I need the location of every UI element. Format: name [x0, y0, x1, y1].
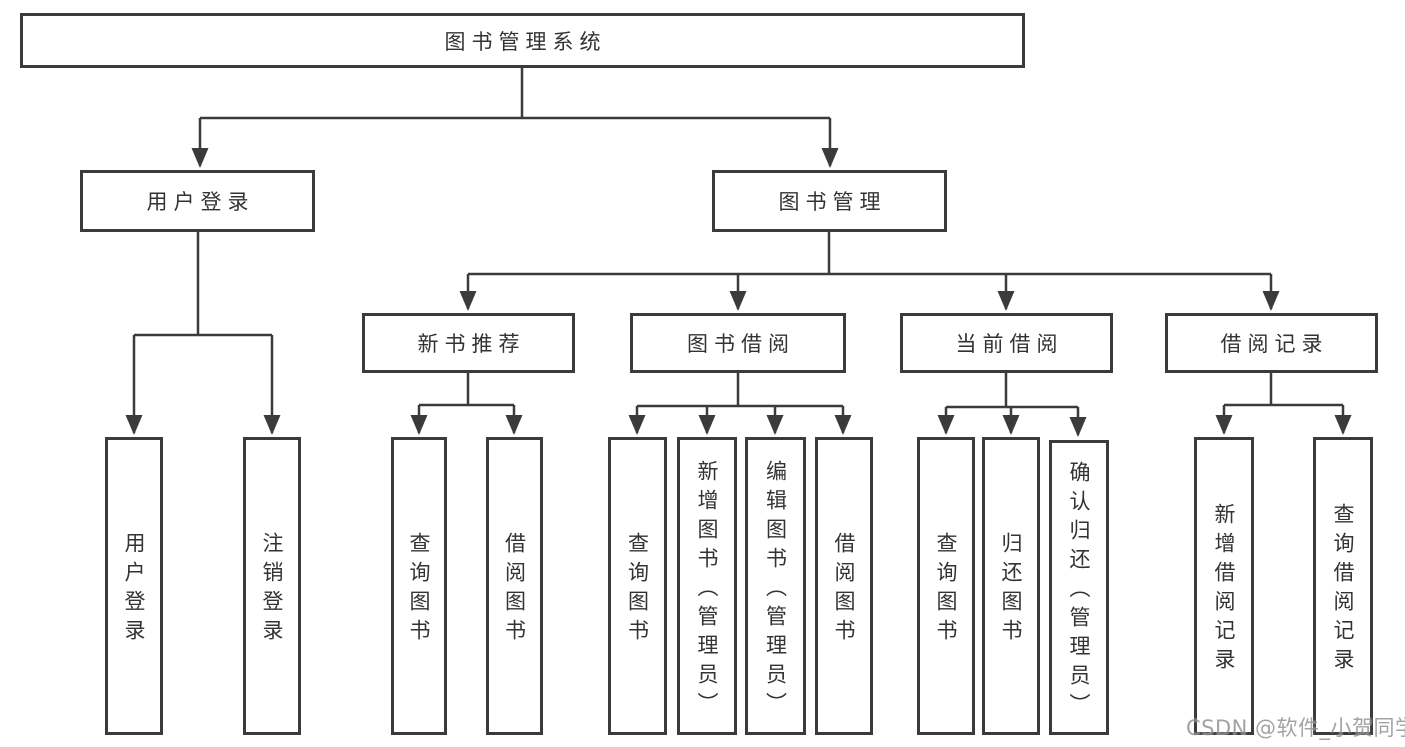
leaf-user-login: 用户登录 [105, 437, 163, 735]
leaf-confirm-return-admin: 确认归还（管理员） [1049, 440, 1109, 735]
leaf-add-borrow-record: 新增借阅记录 [1194, 437, 1254, 735]
leaf-query-books-current: 查询图书 [917, 437, 975, 735]
connector-new-book-children [410, 373, 523, 435]
node-label: 新增借阅记录 [1212, 503, 1236, 677]
node-label: 新书推荐 [417, 332, 526, 356]
node-label: 归还图书 [999, 532, 1023, 648]
leaf-borrow-books-borrowing: 借阅图书 [815, 437, 873, 735]
node-label: 用户登录 [122, 532, 146, 648]
connector-book-management-children [459, 232, 1280, 311]
node-library-system: 图书管理系统 [20, 13, 1025, 68]
node-label: 借阅图书 [502, 532, 527, 648]
node-current-borrowing: 当前借阅 [900, 313, 1113, 373]
connector-user-login-children [125, 232, 281, 435]
leaf-query-borrow-record: 查询借阅记录 [1313, 437, 1373, 735]
node-label: 新增图书（管理员） [695, 459, 719, 721]
node-label: 注销登录 [260, 532, 284, 648]
connector-borrowing-records-children [1215, 373, 1352, 435]
leaf-query-books-borrowing: 查询图书 [608, 437, 667, 735]
connector-book-borrowing-children [628, 373, 852, 435]
node-label: 查询图书 [407, 532, 431, 648]
node-label: 查询借阅记录 [1331, 503, 1355, 677]
node-label: 用户登录 [146, 190, 255, 214]
node-label: 图书管理系统 [444, 29, 607, 54]
leaf-borrow-books-recommend: 借阅图书 [486, 437, 543, 735]
watermark: CSDN @软件_小贺同学 [1186, 716, 1405, 740]
leaf-logout: 注销登录 [243, 437, 301, 735]
node-label: 图书管理 [778, 190, 887, 214]
leaf-add-book-admin: 新增图书（管理员） [677, 437, 737, 735]
leaf-query-books-recommend: 查询图书 [391, 437, 447, 735]
node-label: 查询图书 [934, 532, 958, 648]
node-label: 图书借阅 [687, 332, 795, 356]
node-book-borrowing: 图书借阅 [630, 313, 846, 373]
node-book-management: 图书管理 [712, 170, 947, 232]
leaf-return-books: 归还图书 [982, 437, 1040, 735]
node-label: 当前借阅 [955, 332, 1064, 356]
node-borrowing-records: 借阅记录 [1165, 313, 1378, 373]
node-label: 确认归还（管理员） [1067, 461, 1091, 722]
node-user-login: 用户登录 [80, 170, 315, 232]
node-label: 借阅图书 [832, 532, 856, 648]
node-label: 编辑图书（管理员） [763, 459, 788, 721]
connector-root-to-level2 [191, 68, 839, 168]
leaf-edit-book-admin: 编辑图书（管理员） [745, 437, 806, 735]
node-new-book-recommend: 新书推荐 [362, 313, 575, 373]
connector-current-borrowing-children [937, 373, 1087, 437]
node-label: 借阅记录 [1220, 332, 1329, 356]
node-label: 查询图书 [625, 532, 650, 648]
